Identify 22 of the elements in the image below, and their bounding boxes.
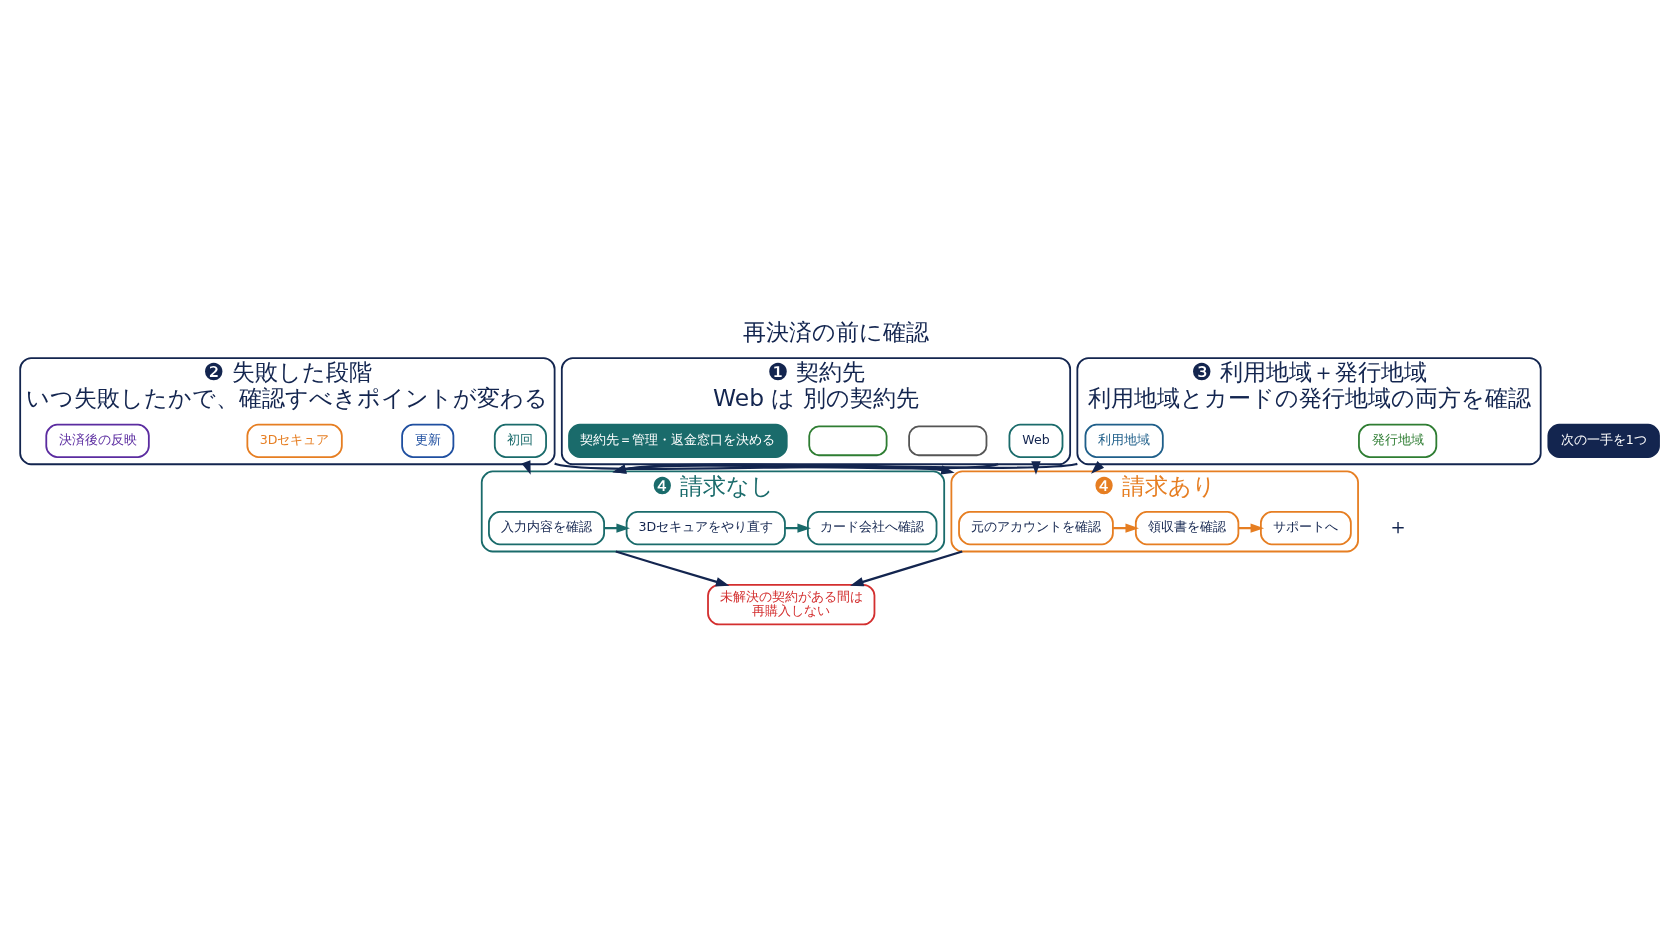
node-box: カード会社へ確認 (807, 510, 938, 545)
arrow (615, 549, 730, 586)
node-box: 3Dセキュア (246, 423, 343, 458)
node-box (908, 425, 988, 456)
node-box: 次の一手を1つ (1547, 423, 1660, 458)
node-box (808, 425, 888, 456)
node-box: 決済後の反映 (45, 423, 150, 458)
node-box: 初回 (493, 423, 547, 458)
label: ＋ (1386, 513, 1409, 539)
node-box: 利用地域 (1084, 423, 1164, 458)
node-box: 契約先＝管理・返金窓口を決める (568, 423, 788, 458)
node-box: Web (1008, 423, 1064, 458)
node-box: 領収書を確認 (1134, 510, 1240, 545)
node-box: サポートへ (1260, 510, 1352, 545)
node-box: 未解決の契約がある間は 再購入しない (707, 583, 876, 625)
diagram-title: 再決済の前に確認 (743, 317, 929, 346)
node-box: 元のアカウントを確認 (958, 510, 1114, 545)
node-box: 更新 (401, 423, 455, 458)
node-box: 入力内容を確認 (488, 510, 605, 545)
node-box: 発行地域 (1358, 423, 1438, 458)
arrow (850, 549, 963, 586)
node-box: 3Dセキュアをやり直す (625, 510, 786, 545)
